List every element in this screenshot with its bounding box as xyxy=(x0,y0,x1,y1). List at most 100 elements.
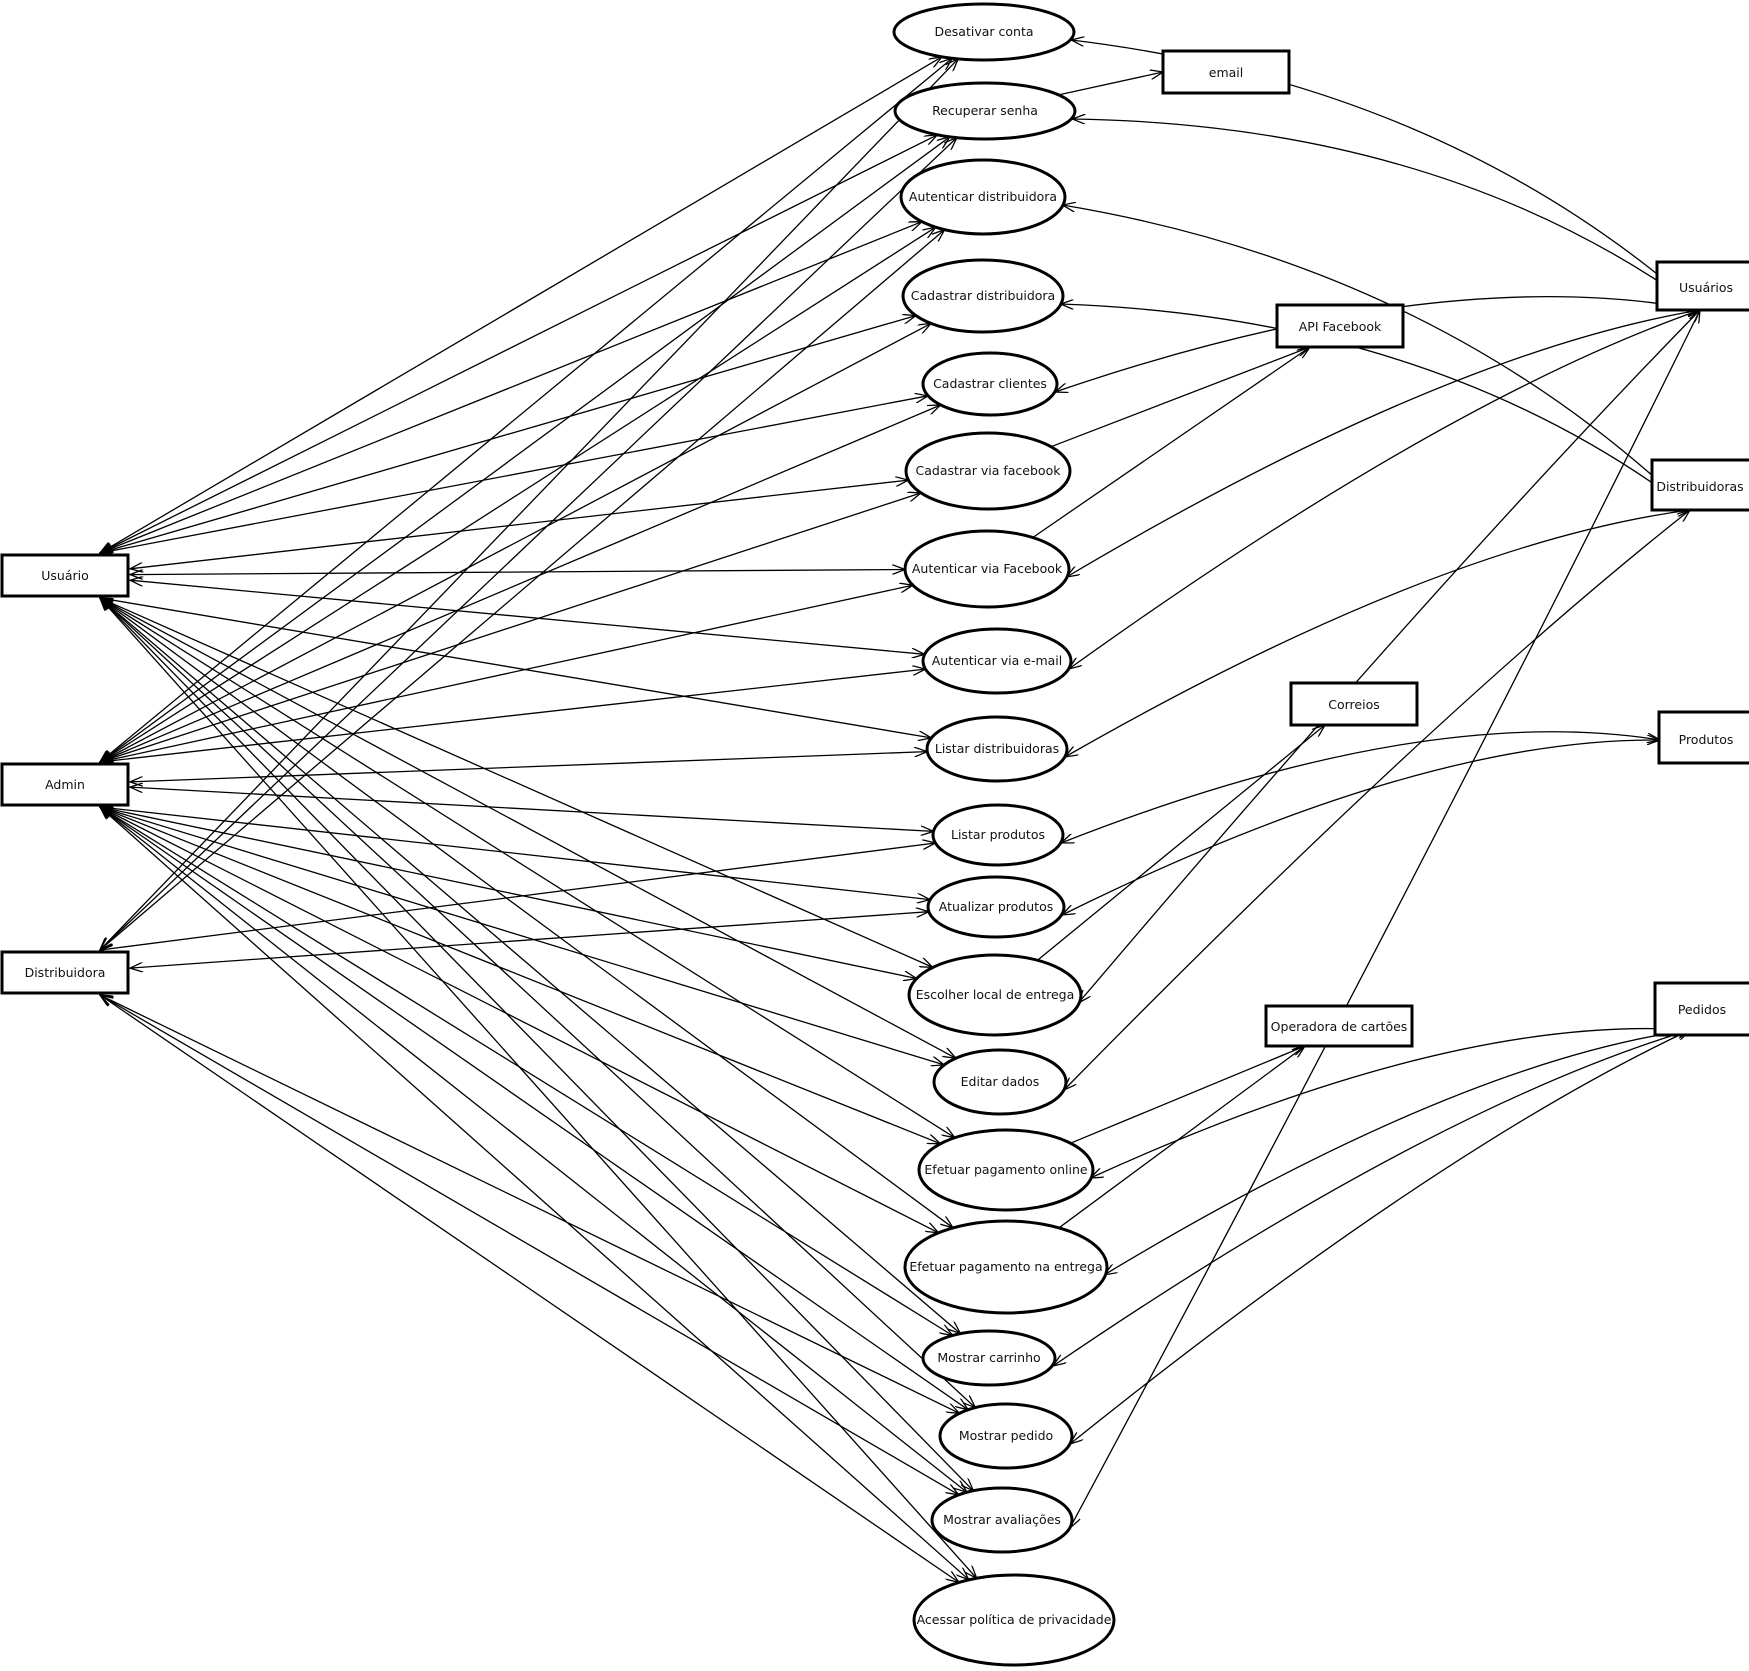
use-case-recuperar-senha[interactable]: Recuperar senha xyxy=(893,81,1077,141)
use-case-escolher-local-de-entrega-label: Escolher local de entrega xyxy=(916,987,1075,1002)
edge-local-correios xyxy=(1037,725,1326,961)
edge-usuario-pagentrega xyxy=(100,598,953,1228)
use-case-autenticar-via-facebook-label: Autenticar via Facebook xyxy=(912,561,1063,576)
use-case-acessar-politica-de-privacidade-label: Acessar política de privacidade xyxy=(917,1612,1112,1627)
store-usuarios[interactable]: Usuários xyxy=(1655,260,1749,312)
use-case-autenticar-via-facebook[interactable]: Autenticar via Facebook xyxy=(903,529,1071,609)
store-distribuidoras[interactable]: Distribuidoras xyxy=(1650,458,1749,512)
use-case-cadastrar-clientes-label: Cadastrar clientes xyxy=(933,376,1047,391)
edge-pagentrega-operadora xyxy=(1058,1046,1305,1229)
use-case-efetuar-pagamento-online-label: Efetuar pagamento online xyxy=(924,1162,1088,1177)
use-case-desativar-conta-label: Desativar conta xyxy=(934,24,1033,39)
use-case-atualizar-produtos[interactable]: Atualizar produtos xyxy=(926,875,1066,939)
edge-usuario-autemail xyxy=(130,580,925,654)
edge-admin-avaliacoes xyxy=(100,807,967,1492)
use-case-mostrar-pedido[interactable]: Mostrar pedido xyxy=(938,1402,1074,1470)
store-distribuidoras-label: Distribuidoras xyxy=(1656,479,1743,494)
store-pedidos-label: Pedidos xyxy=(1678,1002,1726,1017)
service-email[interactable]: email xyxy=(1161,49,1291,95)
use-case-listar-produtos[interactable]: Listar produtos xyxy=(931,803,1065,867)
actor-usuario[interactable]: Usuário xyxy=(0,553,130,598)
edge-usuario-desativar xyxy=(100,57,942,553)
edge-produtos-atualprod xyxy=(1062,740,1660,915)
edge-admin-pagentrega xyxy=(100,807,939,1233)
edge-distribuidora-desativar xyxy=(100,59,958,950)
use-case-mostrar-pedido-label: Mostrar pedido xyxy=(959,1428,1053,1443)
connection-lines xyxy=(100,40,1700,1582)
service-email-label: email xyxy=(1209,65,1243,80)
use-case-acessar-politica-de-privacidade[interactable]: Acessar política de privacidade xyxy=(912,1573,1116,1667)
use-case-editar-dados[interactable]: Editar dados xyxy=(932,1048,1068,1116)
store-pedidos[interactable]: Pedidos xyxy=(1653,981,1749,1037)
use-case-mostrar-avaliacoes-label: Mostrar avaliações xyxy=(943,1512,1061,1527)
edge-pedidos-pedido xyxy=(1070,1030,1690,1444)
store-produtos-label: Produtos xyxy=(1679,732,1734,747)
service-api-facebook[interactable]: API Facebook xyxy=(1275,303,1405,349)
use-case-listar-distribuidoras[interactable]: Listar distribuidoras xyxy=(925,715,1069,783)
actor-distribuidora[interactable]: Distribuidora xyxy=(0,950,130,995)
use-case-efetuar-pagamento-na-entrega-label: Efetuar pagamento na entrega xyxy=(909,1259,1102,1274)
edge-usuario-autdist xyxy=(100,222,922,553)
edge-distribuidora-atualprod xyxy=(130,912,929,968)
service-operadora-de-cartoes[interactable]: Operadora de cartões xyxy=(1264,1004,1414,1048)
edge-pedidos-pagonline xyxy=(1090,1029,1690,1178)
edge-pedidos-pagentrega xyxy=(1104,1030,1690,1275)
edge-usuario-local xyxy=(100,598,933,967)
edge-usuario-carrinho xyxy=(100,598,961,1334)
actor-distribuidora-label: Distribuidora xyxy=(25,965,106,980)
use-case-desativar-conta[interactable]: Desativar conta xyxy=(892,2,1076,62)
use-case-mostrar-carrinho[interactable]: Mostrar carrinho xyxy=(921,1329,1057,1387)
store-produtos[interactable]: Produtos xyxy=(1657,710,1749,765)
edge-produtos-listprod xyxy=(1061,731,1660,843)
use-case-efetuar-pagamento-na-entrega[interactable]: Efetuar pagamento na entrega xyxy=(903,1219,1109,1315)
edge-autfb-apifb xyxy=(1032,347,1310,539)
edge-admin-recuperar xyxy=(100,137,950,762)
edge-admin-autfb xyxy=(100,585,913,762)
service-api-facebook-label: API Facebook xyxy=(1299,319,1382,334)
use-case-autenticar-via-email-label: Autenticar via e-mail xyxy=(932,653,1063,668)
use-case-cadastrar-via-facebook[interactable]: Cadastrar via facebook xyxy=(904,431,1072,511)
use-case-cadastrar-clientes[interactable]: Cadastrar clientes xyxy=(921,351,1059,417)
edge-pagonline-operadora xyxy=(1070,1046,1305,1144)
edge-usuarios-autfb xyxy=(1067,310,1701,577)
use-case-cadastrar-distribuidora[interactable]: Cadastrar distribuidora xyxy=(901,258,1065,334)
edge-cadfb-apifb xyxy=(1050,347,1310,448)
actor-usuario-label: Usuário xyxy=(41,568,89,583)
use-case-cadastrar-distribuidora-label: Cadastrar distribuidora xyxy=(911,288,1055,303)
use-case-efetuar-pagamento-online[interactable]: Efetuar pagamento online xyxy=(917,1128,1095,1212)
use-case-atualizar-produtos-label: Atualizar produtos xyxy=(939,899,1053,914)
edge-distribuidora-pedido xyxy=(100,995,959,1413)
service-correios-label: Correios xyxy=(1328,697,1379,712)
edge-distribuidoras-editar xyxy=(1064,510,1690,1090)
edge-admin-caddist xyxy=(100,323,931,762)
use-case-autenticar-via-email[interactable]: Autenticar via e-mail xyxy=(921,627,1073,695)
actor-admin[interactable]: Admin xyxy=(0,762,130,807)
edge-admin-desativar xyxy=(100,58,952,762)
edge-usuario-politica xyxy=(100,598,977,1578)
edge-distribuidora-politica xyxy=(100,995,959,1582)
edge-admin-editar xyxy=(100,807,944,1065)
service-operadora-de-cartoes-label: Operadora de cartões xyxy=(1271,1019,1408,1034)
edge-usuario-listdist xyxy=(100,598,931,738)
edge-admin-pedido xyxy=(100,807,968,1410)
service-correios[interactable]: Correios xyxy=(1289,681,1419,727)
use-case-autenticar-distribuidora-label: Autenticar distribuidora xyxy=(909,189,1057,204)
edge-usuarios-autemail xyxy=(1069,310,1700,669)
use-case-mostrar-avaliacoes[interactable]: Mostrar avaliações xyxy=(930,1486,1074,1554)
edge-admin-carrinho xyxy=(100,807,953,1336)
use-case-mostrar-carrinho-label: Mostrar carrinho xyxy=(937,1350,1040,1365)
edge-usuarios-avaliacoes xyxy=(1070,310,1700,1528)
use-case-recuperar-senha-label: Recuperar senha xyxy=(932,103,1038,118)
edge-distribuidoras-autdist xyxy=(1063,205,1691,510)
edge-pedidos-carrinho xyxy=(1053,1030,1690,1366)
use-case-escolher-local-de-entrega[interactable]: Escolher local de entrega xyxy=(907,953,1083,1037)
edge-admin-cadfb xyxy=(100,493,921,762)
edge-distribuidora-avaliacoes xyxy=(100,995,959,1495)
edge-usuarios-recuperar xyxy=(1072,119,1700,310)
use-case-autenticar-distribuidora[interactable]: Autenticar distribuidora xyxy=(899,158,1067,236)
edge-usuarios-local xyxy=(1078,310,1700,1003)
edge-distribuidora-autdist xyxy=(100,230,945,950)
edge-usuario-autfb xyxy=(130,570,905,575)
edge-admin-politica xyxy=(100,807,969,1580)
